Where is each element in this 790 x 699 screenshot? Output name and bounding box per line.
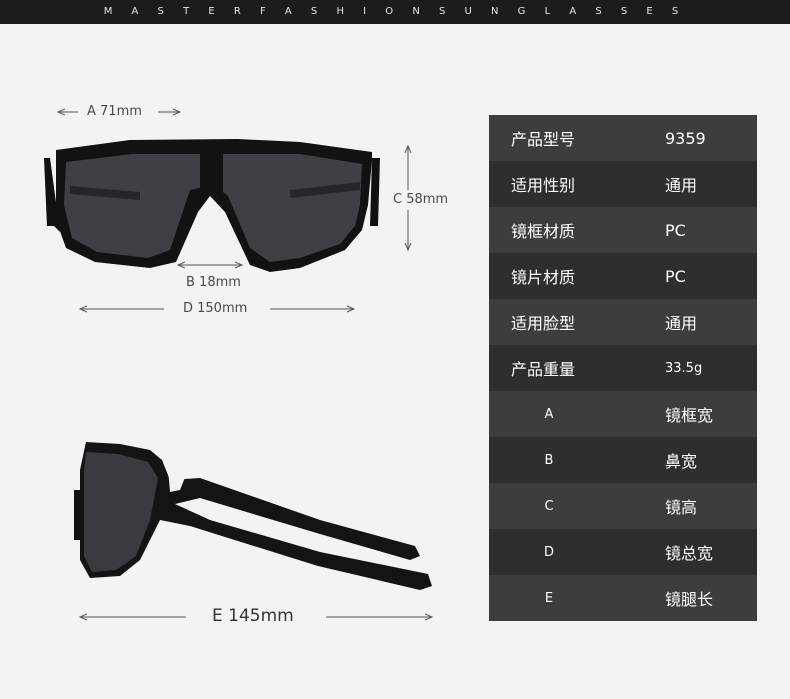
spec-label: A <box>544 406 554 422</box>
spec-value: 33.5g <box>665 360 703 376</box>
side-view-glasses <box>74 442 432 590</box>
spec-value: 9359 <box>665 128 706 148</box>
spec-value: PC <box>665 220 686 240</box>
dim-c-label: C 58mm <box>393 192 449 207</box>
spec-value: 鼻宽 <box>665 452 698 471</box>
spec-label: 适用性别 <box>511 176 576 195</box>
spec-label: E <box>544 590 554 606</box>
dim-a-label: A 71mm <box>87 104 142 119</box>
spec-label: 镜片材质 <box>511 268 576 287</box>
spec-value: 镜框宽 <box>665 406 714 425</box>
spec-row-a: A 镜框宽 <box>489 391 757 437</box>
dim-b-label: B 18mm <box>186 275 241 290</box>
front-view-glasses <box>44 139 380 272</box>
spec-label: 镜框材质 <box>511 222 576 241</box>
spec-value: 镜总宽 <box>665 544 714 563</box>
spec-row-model: 产品型号 9359 <box>489 115 757 161</box>
spec-label: B <box>544 452 554 468</box>
spec-value: 镜腿长 <box>665 590 714 609</box>
spec-row-b: B 鼻宽 <box>489 437 757 483</box>
spec-value: 镜高 <box>665 498 698 517</box>
dim-e-label: E 145mm <box>212 606 294 626</box>
spec-value: 通用 <box>665 314 698 333</box>
spec-row-gender: 适用性别 通用 <box>489 161 757 207</box>
spec-row-weight: 产品重量 33.5g <box>489 345 757 391</box>
spec-row-lens-material: 镜片材质 PC <box>489 253 757 299</box>
spec-row-e: E 镜腿长 <box>489 575 757 621</box>
spec-label: D <box>543 544 554 560</box>
spec-label: C <box>544 498 554 514</box>
dim-d-label: D 150mm <box>183 301 248 316</box>
spec-value: 通用 <box>665 176 698 195</box>
spec-row-d: D 镜总宽 <box>489 529 757 575</box>
spec-value: PC <box>665 266 686 286</box>
spec-row-frame-material: 镜框材质 PC <box>489 207 757 253</box>
spec-label: 适用脸型 <box>511 314 576 333</box>
spec-label: 产品型号 <box>511 130 576 149</box>
spec-table: 产品型号 9359 适用性别 通用 镜框材质 PC 镜片材质 PC 适用脸型 通… <box>489 115 757 621</box>
spec-label: 产品重量 <box>511 360 576 379</box>
spec-row-face-shape: 适用脸型 通用 <box>489 299 757 345</box>
brand-banner: M A S T E R F A S H I O N S U N G L A S … <box>0 0 790 24</box>
spec-row-c: C 镜高 <box>489 483 757 529</box>
